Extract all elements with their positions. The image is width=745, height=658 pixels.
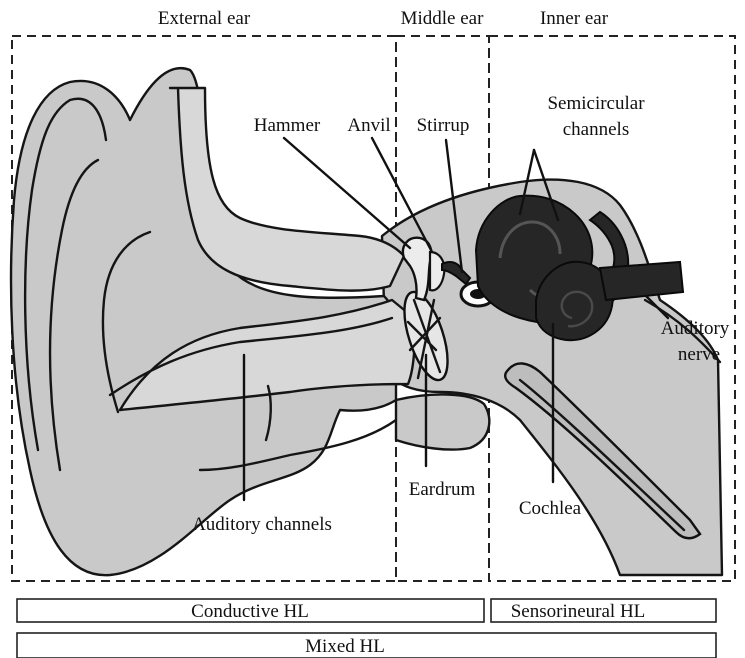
anvil-label: Anvil	[347, 115, 390, 136]
inner-ear-header: Inner ear	[540, 8, 609, 29]
mixed-hl-label: Mixed HL	[305, 636, 385, 657]
middle-ear-header: Middle ear	[401, 8, 485, 29]
sensorineural-hl-label: Sensorineural HL	[511, 601, 646, 622]
semicircular-label-line1: Semicircular	[547, 93, 645, 114]
lower-jaw-bump	[396, 394, 489, 449]
external-ear-header: External ear	[158, 8, 251, 29]
auditory-nerve-label-line1: Auditory	[661, 318, 730, 339]
eardrum-label: Eardrum	[409, 479, 476, 500]
hl-bars: Conductive HL Sensorineural HL Mixed HL	[17, 599, 716, 658]
auditory-channels-label: Auditory channels	[192, 514, 332, 535]
ear-illustration	[11, 68, 722, 575]
conductive-hl-label: Conductive HL	[191, 601, 309, 622]
auditory-nerve-label-line2: nerve	[678, 344, 720, 365]
hammer-label: Hammer	[254, 115, 321, 136]
auditory-nerve-structure	[600, 262, 683, 300]
cochlea-label: Cochlea	[519, 498, 582, 519]
semicircular-label-line2: channels	[563, 119, 629, 140]
stirrup-label: Stirrup	[417, 115, 470, 136]
